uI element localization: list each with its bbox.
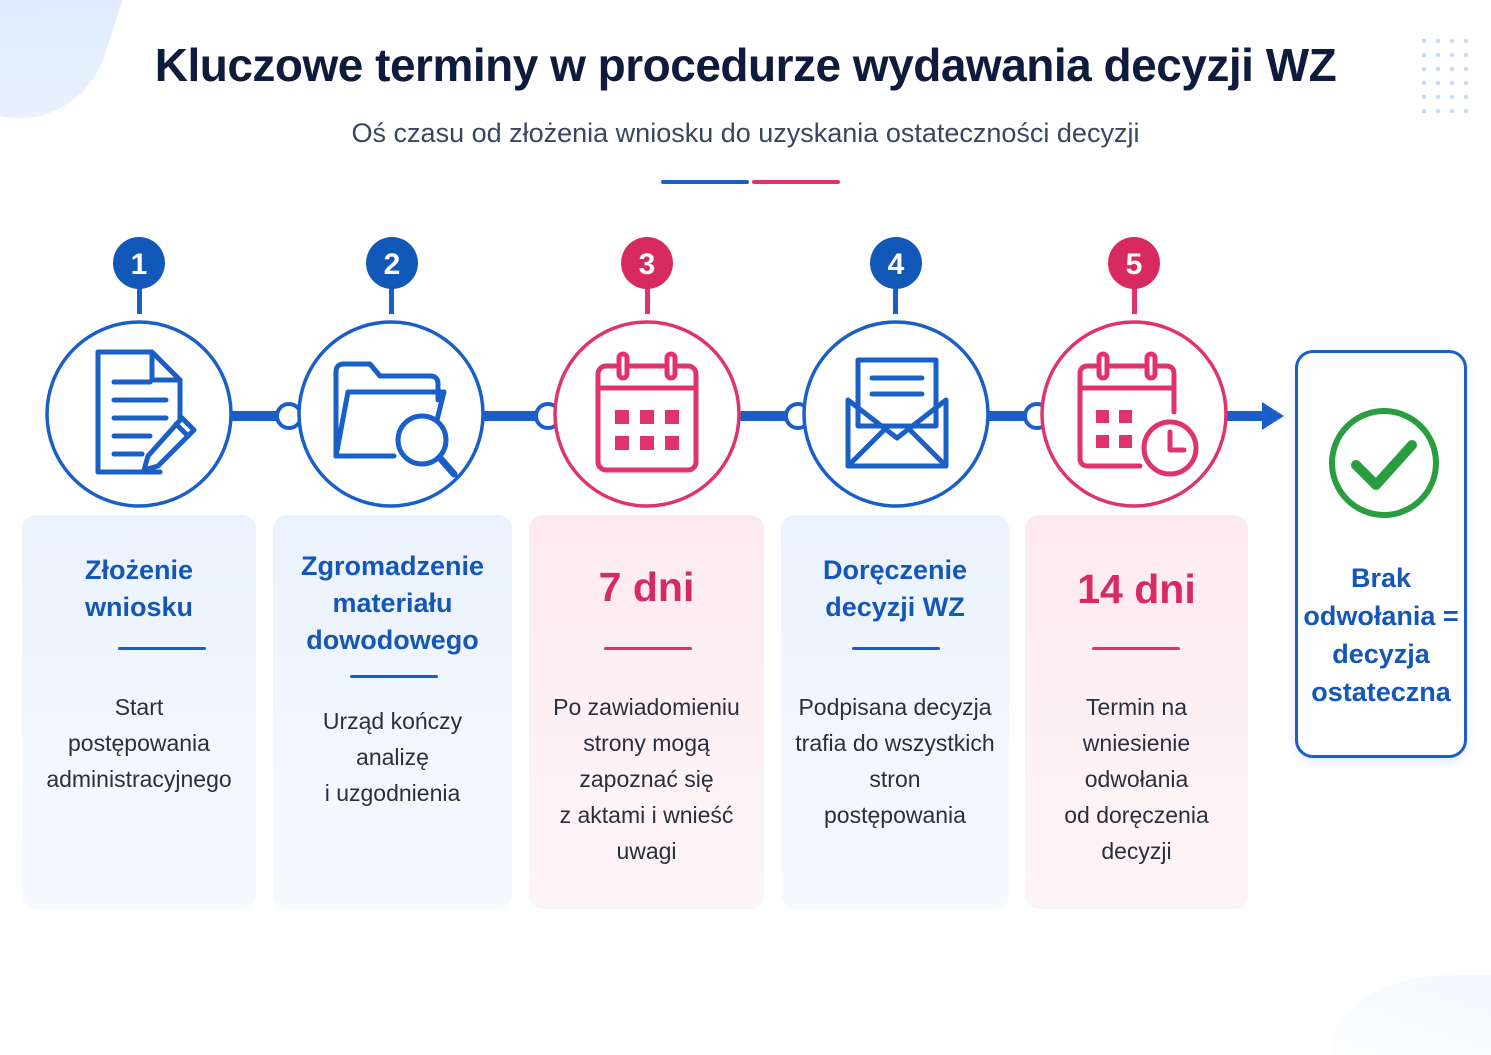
badge-stem: [137, 288, 142, 314]
step-title-line: Zgromadzenie: [300, 551, 485, 581]
step-badge-4: 4: [870, 237, 922, 289]
step-number: 3: [639, 248, 656, 281]
step-badge-5: 5: [1108, 237, 1160, 289]
step-description: Start postępowania administracyjnego: [22, 689, 256, 797]
step-desc-line: Termin na: [1086, 694, 1187, 720]
connector: [228, 411, 290, 421]
connector: [738, 411, 808, 421]
step-divider: [604, 647, 692, 650]
final-result-text: Brak odwołania = decyzja ostateczna: [1298, 559, 1464, 711]
page-title: Kluczowe terminy w procedurze wydawania …: [154, 39, 1337, 91]
step-desc-line: decyzji: [1101, 838, 1172, 864]
step-divider: [350, 675, 438, 678]
envelope-icon: [845, 357, 949, 469]
step-desc-line: trafia do wszystkich: [795, 730, 995, 756]
decorative-dots: [1417, 34, 1477, 116]
step-title: Złożenie wniosku: [22, 552, 256, 626]
badge-stem: [645, 288, 650, 314]
connector: [1225, 411, 1265, 421]
page-subtitle: Oś czasu od złożenia wniosku do uzyskani…: [351, 118, 1140, 148]
badge-stem: [389, 288, 394, 314]
decorative-corner: [1331, 975, 1491, 1055]
connector: [985, 411, 1045, 421]
step-title-line: Doręczenie: [822, 555, 968, 585]
step-badge-3: 3: [621, 237, 673, 289]
check-circle-icon: [1329, 408, 1439, 518]
final-text-line: Brak: [1350, 563, 1412, 593]
step-title-line: 14 dni: [1077, 566, 1196, 612]
step-title-line: 7 dni: [598, 564, 695, 610]
timeline: 1 2 3 4 5: [45, 237, 1284, 508]
step-desc-line: stron: [869, 766, 921, 792]
step-desc-line: strony mogą: [583, 730, 710, 756]
step-number: 2: [384, 248, 401, 281]
step-desc-line: uwagi: [616, 838, 677, 864]
step-desc-line: zapoznać się: [579, 766, 714, 792]
step-title: Doręczenie decyzji WZ: [781, 552, 1009, 626]
accent-line-blue: [661, 180, 749, 184]
document-pen-icon: [95, 349, 197, 475]
step-title-line: decyzji WZ: [825, 592, 965, 622]
arrow-head-icon: [1262, 402, 1284, 430]
final-text-line: decyzja: [1332, 639, 1430, 669]
step-description: Termin na wniesienie odwołania od doręcz…: [1025, 689, 1248, 869]
step-desc-line: Urząd kończy: [322, 708, 463, 734]
step-desc-line: Po zawiadomieniu: [553, 694, 740, 720]
calendar-icon: [595, 351, 699, 473]
folder-search-icon: [333, 361, 458, 478]
step-title-line: dowodowego: [306, 625, 479, 655]
step-card-1: Złożenie wniosku Start postępowania admi…: [22, 515, 256, 909]
step-desc-line: Start: [114, 694, 164, 720]
final-result-box: Brak odwołania = decyzja ostateczna: [1295, 350, 1467, 758]
step-card-2: Zgromadzenie materiału dowodowego Urząd …: [273, 515, 512, 909]
step-badge-2: 2: [366, 237, 418, 289]
step-desc-line: i uzgodnienia: [324, 780, 461, 806]
step-circle-1: [45, 320, 233, 508]
step-number: 4: [888, 248, 905, 281]
step-desc-line: od doręczenia: [1064, 802, 1209, 828]
step-title-line: materiału: [332, 588, 453, 618]
step-desc-line: wniesienie: [1082, 730, 1191, 756]
connector: [480, 411, 550, 421]
step-description: Podpisana decyzja trafia do wszystkich s…: [781, 689, 1009, 833]
step-title: 14 dni: [1025, 565, 1248, 613]
badge-stem: [893, 288, 898, 314]
badge-stem: [1132, 288, 1137, 314]
step-desc-line: z aktami i wnieść: [559, 802, 734, 828]
step-desc-line: administracyjnego: [46, 766, 232, 792]
step-desc-line: postępowania: [824, 802, 966, 828]
step-number: 1: [131, 248, 148, 281]
step-description: Po zawiadomieniu strony mogą zapoznać si…: [529, 689, 764, 869]
step-desc-line: Podpisana decyzja: [798, 694, 992, 720]
step-desc-line: analizę: [356, 744, 429, 770]
step-number: 5: [1126, 248, 1143, 281]
step-circle-2: [297, 320, 485, 508]
step-desc-line: odwołania: [1084, 766, 1189, 792]
step-description: Urząd kończy analizę i uzgodnienia: [273, 703, 512, 811]
step-divider: [852, 647, 940, 650]
calendar-clock-icon: [1077, 351, 1199, 477]
step-card-5: 14 dni Termin na wniesienie odwołania od…: [1025, 515, 1248, 909]
step-title: Zgromadzenie materiału dowodowego: [273, 548, 512, 659]
step-circle-5: [1040, 320, 1228, 508]
step-card-3: 7 dni Po zawiadomieniu strony mogą zapoz…: [529, 515, 764, 909]
accent-line-pink: [752, 180, 840, 184]
step-desc-line: postępowania: [68, 730, 210, 756]
step-badge-1: 1: [113, 237, 165, 289]
step-divider: [1092, 647, 1180, 650]
final-text-line: ostateczna: [1311, 677, 1451, 707]
step-title-line: wniosku: [84, 592, 193, 622]
step-title-line: Złożenie: [84, 555, 193, 585]
final-text-line: odwołania =: [1303, 601, 1459, 631]
step-card-4: Doręczenie decyzji WZ Podpisana decyzja …: [781, 515, 1009, 909]
step-title: 7 dni: [529, 563, 764, 611]
step-divider: [118, 647, 206, 650]
